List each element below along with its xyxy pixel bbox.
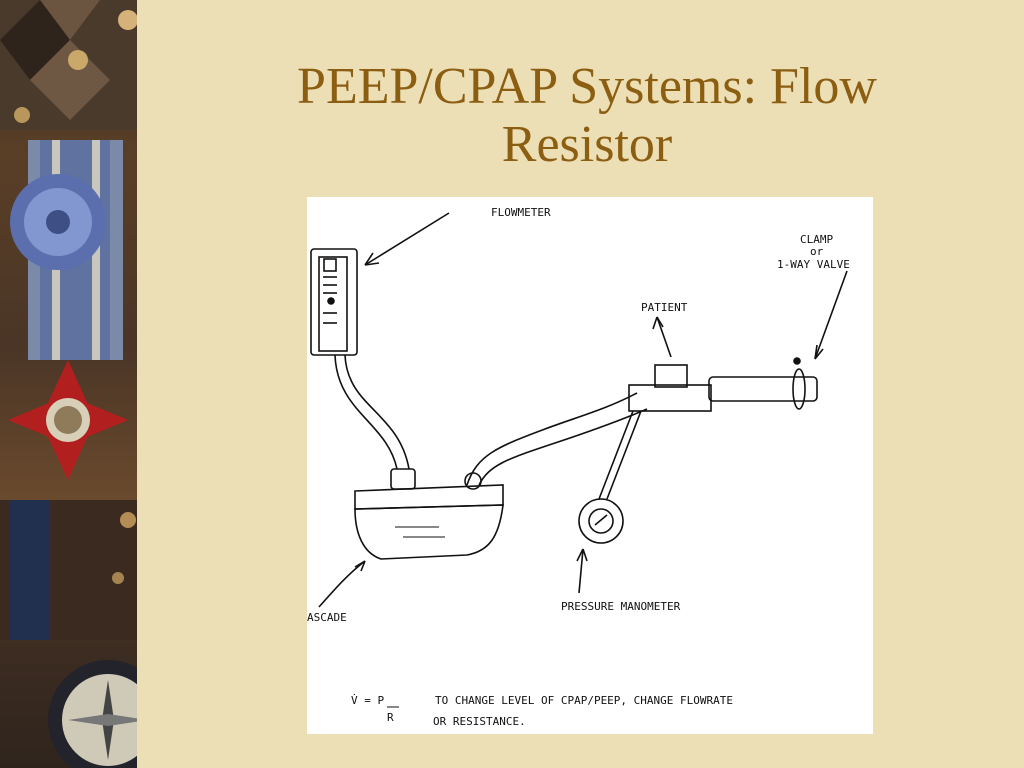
cascade-humidifier-icon [354,484,504,560]
equation-flow-over: V̇ = P [351,694,384,707]
equation-note-line2: OR RESISTANCE. [433,715,526,728]
flowmeter-icon [310,248,358,356]
slide-title-line2: Resistor [501,116,673,173]
clamp-label: CLAMP [800,233,833,246]
decorative-photo-strip [0,0,137,768]
patient-label: PATIENT [641,301,688,314]
slide-title: PEEP/CPAP Systems: Flow Resistor [150,58,1024,174]
circuit-sketch: FLOWMETER CLAMP or 1-WAY VALVE PATIENT A… [307,206,850,728]
one-way-valve-label: 1-WAY VALVE [777,258,850,271]
cascade-label: ASCADE [307,611,347,624]
equation-resistance: R [387,711,394,724]
medal-compass-illustration [0,0,137,768]
equation-note-line1: TO CHANGE LEVEL OF CPAP/PEEP, CHANGE FLO… [435,694,733,707]
or-label: or [810,245,824,258]
pressure-manometer-icon [578,498,624,544]
pressure-manometer-label: PRESSURE MANOMETER [561,600,681,613]
slide-title-line1: PEEP/CPAP Systems: Flow [297,58,877,115]
flowmeter-label: FLOWMETER [491,206,551,219]
patient-connector-icon [628,364,818,412]
peep-cpap-flow-resistor-diagram: FLOWMETER CLAMP or 1-WAY VALVE PATIENT A… [307,197,873,734]
